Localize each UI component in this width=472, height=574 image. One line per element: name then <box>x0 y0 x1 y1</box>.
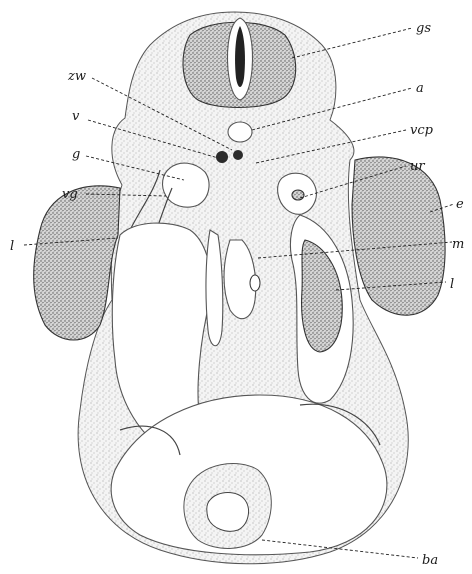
left-mesonephros <box>163 163 210 207</box>
gut-lumen <box>250 275 260 291</box>
label-m: m <box>452 237 464 252</box>
label-gs: gs <box>416 21 431 36</box>
label-vcp: vcp <box>410 123 434 138</box>
label-v: v <box>72 109 80 124</box>
label-g: g <box>72 147 80 162</box>
label-vg: vg <box>62 187 78 202</box>
ureter <box>292 190 304 200</box>
aorta <box>228 122 252 142</box>
label-e: e <box>456 197 464 212</box>
bladder-lumen <box>207 493 249 532</box>
label-ur: ur <box>410 159 425 174</box>
vessel-left <box>216 151 228 163</box>
vessel-right <box>233 150 243 160</box>
label-a: a <box>416 81 424 96</box>
label-l-right: l <box>450 277 454 292</box>
right-limb-bud <box>352 157 445 315</box>
label-ba: ba <box>422 553 438 568</box>
label-l-left: l <box>10 239 14 254</box>
label-zw: zw <box>67 69 86 84</box>
